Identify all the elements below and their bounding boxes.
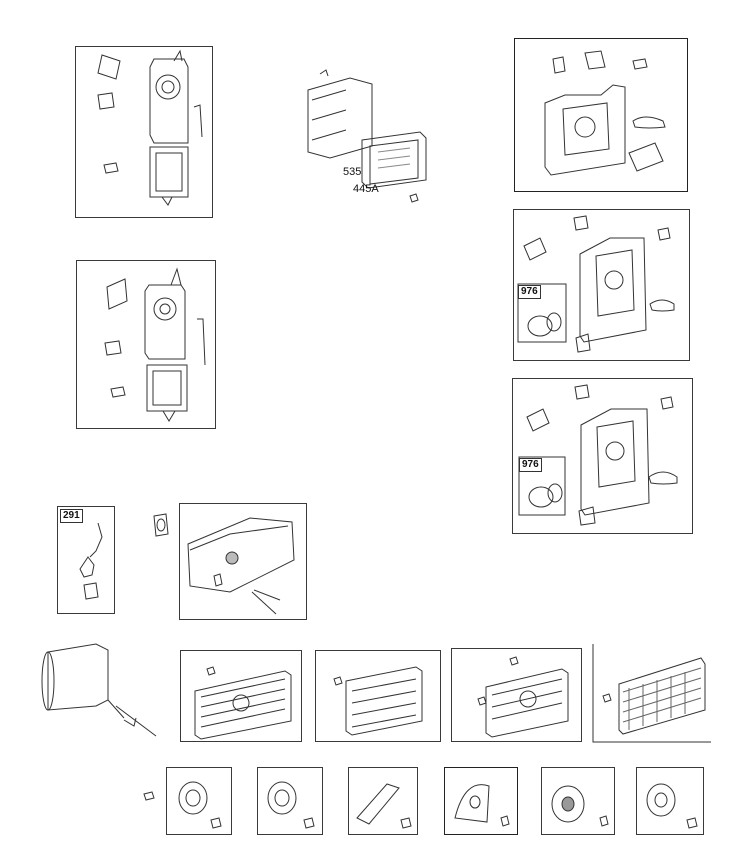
callout-976-b: 976 (519, 458, 542, 472)
housing-top-right-drawing (544, 50, 666, 176)
panel-part-bottom-5 (541, 767, 615, 835)
panel-part-bottom-3 (348, 767, 418, 835)
panel-air-cleaner-2 (76, 260, 216, 429)
guard-2-drawing (333, 666, 423, 736)
screw-diagram (142, 788, 160, 804)
muffler-drawing (187, 517, 295, 615)
air-cleaner-2-drawing (104, 267, 206, 422)
round-muffler-drawing (41, 643, 157, 737)
panel-part-bottom-1 (166, 767, 232, 835)
panel-part-bottom-2 (257, 767, 323, 835)
panel-housing-976-b: 976 (512, 378, 693, 534)
gasket-drawing (153, 513, 169, 537)
part-bottom-4-drawing (454, 784, 510, 827)
panel-housing-top-right (514, 38, 688, 192)
panel-air-cleaner-1 (75, 46, 213, 218)
panel-guard-3 (451, 648, 582, 742)
panel-housing-976-a: 976 (513, 209, 690, 361)
callout-445a: 445A (353, 183, 379, 195)
part-bottom-1-drawing (178, 781, 222, 829)
part-291-drawing (79, 522, 103, 600)
callout-291: 291 (60, 509, 83, 523)
callout-535: 535 (343, 166, 362, 178)
part-bottom-5-drawing (551, 785, 609, 827)
panel-part-bottom-4 (444, 767, 518, 835)
air-cleaner-1-drawing (97, 49, 203, 206)
panel-part-291: 291 (57, 506, 115, 614)
panel-muffler (179, 503, 307, 620)
round-muffler-diagram (36, 640, 164, 740)
air-cleaner-base-drawing (307, 69, 427, 203)
air-cleaner-base-diagram (300, 60, 440, 210)
callout-976-a: 976 (518, 285, 541, 299)
part-bottom-6-drawing (646, 783, 698, 829)
housing-976-b-drawing (518, 384, 678, 526)
screw-drawing (143, 791, 155, 801)
guard-3-drawing (477, 656, 569, 738)
gasket-diagram (150, 512, 172, 540)
panel-guard-1 (180, 650, 302, 742)
part-bottom-3-drawing (356, 783, 412, 829)
housing-976-a-drawing (517, 215, 675, 353)
panel-part-bottom-6 (636, 767, 704, 835)
guard-4-diagram (591, 644, 713, 744)
guard-1-drawing (194, 666, 292, 740)
part-bottom-2-drawing (267, 781, 315, 829)
guard-4-drawing (592, 644, 711, 743)
panel-guard-2 (315, 650, 441, 742)
